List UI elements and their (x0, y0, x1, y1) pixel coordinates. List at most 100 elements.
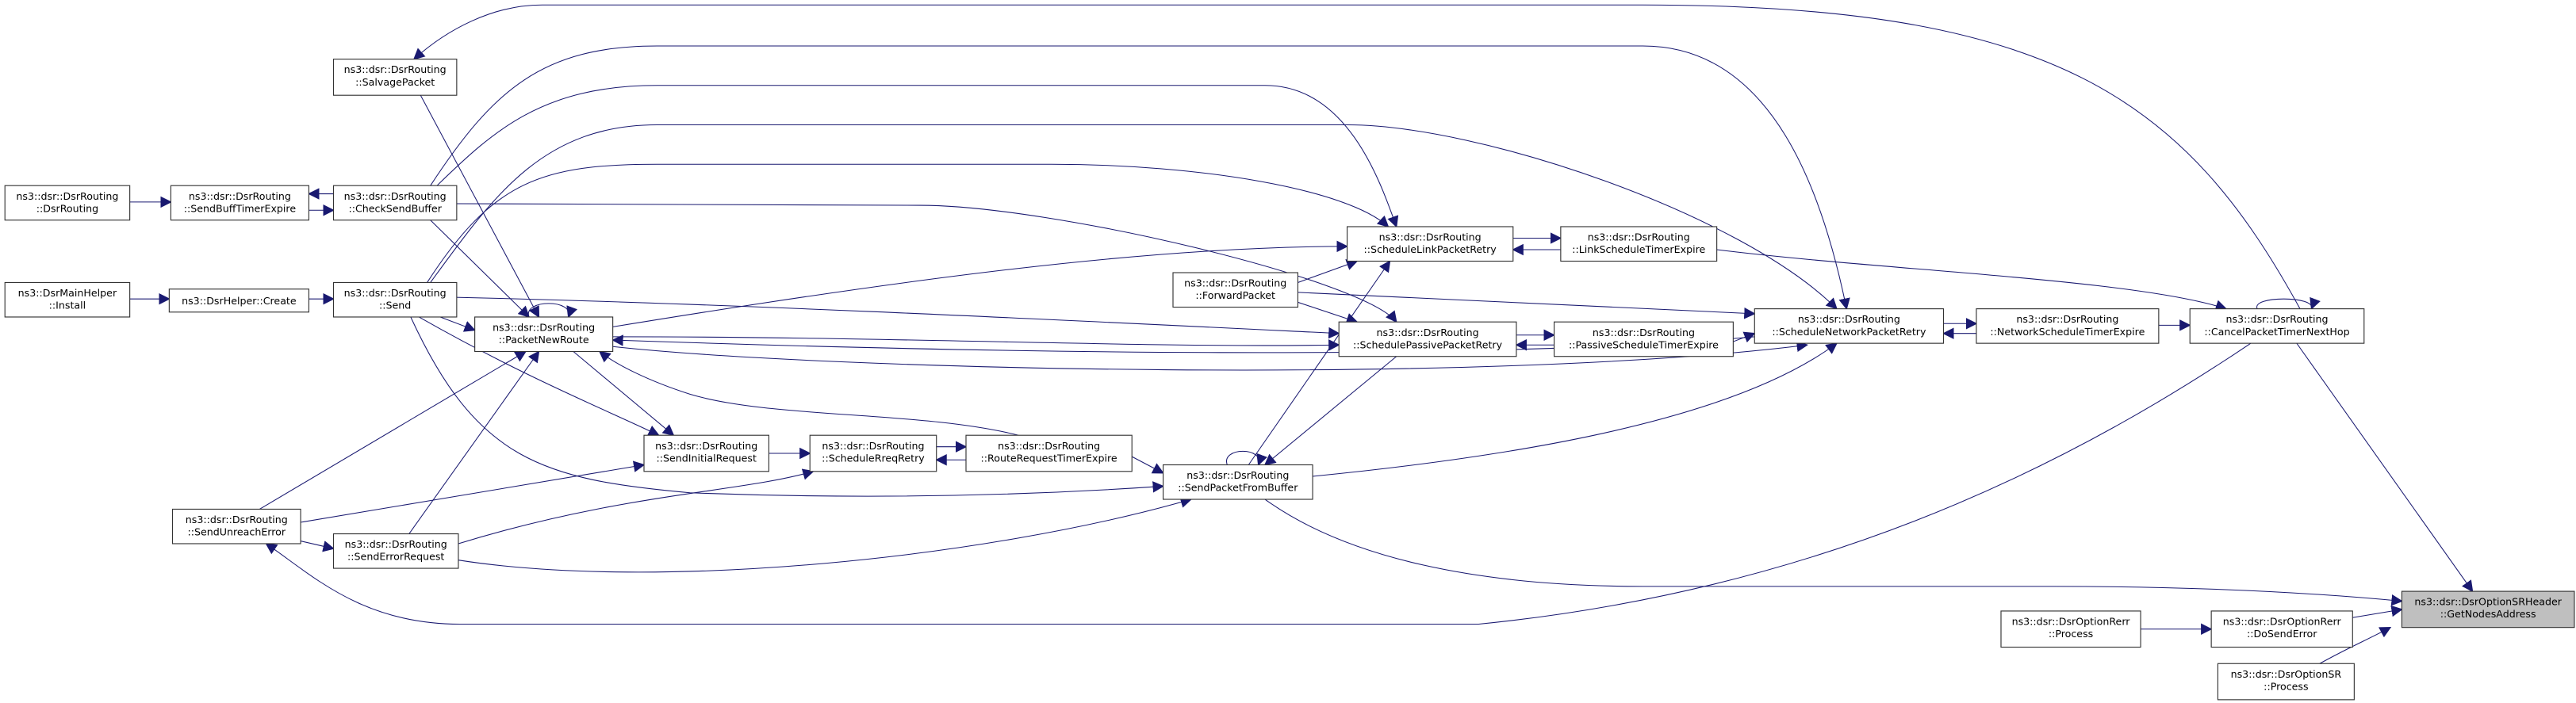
node-fwd[interactable]: ns3::dsr::DsrRouting::ForwardPacket (1172, 272, 1298, 308)
node-label-line2: ::SendPacketFromBuffer (1178, 482, 1298, 494)
node-label-line2: ::SchedulePassivePacketRetry (1353, 338, 1503, 350)
edge-fwd-to-sppr (1298, 301, 1359, 324)
edge-checksend-to-snpr (430, 45, 1850, 311)
node-label-line2: ::LinkScheduleTimerExpire (1572, 243, 1705, 255)
node-label-line2: ::RouteRequestTimerExpire (981, 452, 1117, 464)
nodes-layer: ns3::dsr::DsrRouting::SalvagePacketns3::… (4, 59, 2575, 701)
node-srproc[interactable]: ns3::dsr::DsrOptionSR::Process (2217, 663, 2355, 701)
edge-rrte-to-pnr (598, 350, 1019, 436)
node-srr[interactable]: ns3::dsr::DsrRouting::ScheduleRreqRetry (809, 434, 937, 472)
node-label-line1: ns3::dsr::DsrRouting (1377, 327, 1479, 338)
node-box (965, 434, 1133, 472)
edge-sue-to-sir (290, 460, 646, 525)
edge-dse-to-gna (2352, 605, 2403, 618)
node-label-line2: ::Process (2264, 680, 2308, 692)
node-label-line2: ::CancelPacketTimerNextHop (2204, 326, 2349, 338)
node-box (1338, 321, 1517, 357)
node-box (2217, 663, 2355, 701)
node-label-line2: ::SendErrorRequest (347, 551, 444, 563)
node-nste[interactable]: ns3::dsr::DsrRouting::NetworkScheduleTim… (1976, 308, 2160, 344)
node-label-line1: ns3::dsr::DsrOptionSRHeader (2414, 596, 2562, 608)
node-send[interactable]: ns3::dsr::DsrRouting::Send (332, 281, 458, 318)
node-create[interactable]: ns3::DsrHelper::Create (168, 288, 309, 313)
node-box (171, 508, 301, 544)
node-label-line1: ns3::dsr::DsrRouting (822, 440, 924, 452)
node-box (809, 434, 937, 472)
edge-fwd-to-snpr (1298, 292, 1756, 319)
node-slpr[interactable]: ns3::dsr::DsrRouting::ScheduleLinkPacket… (1347, 226, 1514, 262)
node-label-line2: ::NetworkScheduleTimerExpire (1990, 326, 2145, 338)
node-label-line1: ns3::dsr::DsrRouting (1798, 313, 1900, 325)
node-label-line2: ::SendInitialRequest (656, 452, 757, 464)
edge-pnr-to-sir (573, 351, 675, 437)
node-box (4, 185, 131, 221)
edge-spfb-to-gna (1264, 499, 2403, 606)
node-label-line1: ns3::dsr::DsrOptionRerr (2012, 616, 2131, 628)
node-gna[interactable]: ns3::dsr::DsrOptionSRHeader::GetNodesAdd… (2401, 590, 2575, 628)
node-sir[interactable]: ns3::dsr::DsrRouting::SendInitialRequest (643, 434, 769, 472)
node-sendbuff[interactable]: ns3::dsr::DsrRouting::SendBuffTimerExpir… (170, 185, 309, 221)
edge-ser-to-pnr (408, 350, 540, 534)
node-dse[interactable]: ns3::dsr::DsrOptionRerr::DoSendError (2210, 610, 2353, 648)
node-sue[interactable]: ns3::dsr::DsrRouting::SendUnreachError (171, 508, 301, 544)
node-pste[interactable]: ns3::dsr::DsrRouting::PassiveScheduleTim… (1554, 321, 1734, 357)
node-label-line1: ns3::dsr::DsrRouting (344, 287, 447, 299)
node-label-line1: ns3::dsr::DsrOptionSR (2231, 668, 2342, 680)
edge-pnr-to-pnr (527, 303, 577, 319)
node-box (2000, 610, 2141, 648)
node-spfb[interactable]: ns3::dsr::DsrRouting::SendPacketFromBuff… (1163, 464, 1313, 500)
node-checksend[interactable]: ns3::dsr::DsrRouting::CheckSendBuffer (332, 185, 458, 221)
node-lste[interactable]: ns3::dsr::DsrRouting::LinkScheduleTimerE… (1560, 226, 1718, 262)
node-label-line1: ns3::dsr::DsrRouting (345, 538, 447, 550)
node-label-line2: ::SendBuffTimerExpire (184, 202, 297, 214)
node-label-line2: ::DoSendError (2247, 628, 2317, 640)
node-label-line2: ::SalvagePacket (355, 76, 435, 88)
edge-cancel-to-sue (265, 342, 2252, 625)
node-label-line2: ::SendUnreachError (187, 526, 286, 538)
edge-pste-to-snpr (1733, 331, 1756, 343)
edge-ser-to-spfb (458, 496, 1193, 573)
node-cancel[interactable]: ns3::dsr::DsrRouting::CancelPacketTimerN… (2189, 308, 2365, 344)
node-box (1554, 321, 1734, 357)
edge-checksend-to-slpr (436, 85, 1399, 228)
node-rrte[interactable]: ns3::dsr::DsrRouting::RouteRequestTimerE… (965, 434, 1133, 472)
node-box (474, 316, 614, 353)
node-ser[interactable]: ns3::dsr::DsrRouting::SendErrorRequest (332, 533, 459, 569)
node-label-line1: ns3::dsr::DsrRouting (2225, 313, 2328, 325)
node-label-line2: ::ForwardPacket (1195, 289, 1275, 301)
node-box (1560, 226, 1718, 262)
edge-lste-to-cancel (1716, 249, 2228, 311)
node-label-line1: ns3::dsr::DsrRouting (1184, 277, 1286, 289)
node-box (2189, 308, 2365, 344)
edge-cancel-to-salvage (412, 4, 2301, 309)
node-snpr[interactable]: ns3::dsr::DsrRouting::ScheduleNetworkPac… (1754, 308, 1945, 344)
edge-send-to-slpr (427, 163, 1390, 283)
edge-spfb-to-snpr (1313, 342, 1838, 477)
node-label-line2: ::ScheduleNetworkPacketRetry (1772, 326, 1926, 338)
node-box (2401, 590, 2575, 628)
node-rerrproc[interactable]: ns3::dsr::DsrOptionRerr::Process (2000, 610, 2141, 648)
edge-cancel-to-cancel (2256, 296, 2321, 310)
node-label-line1: ns3::dsr::DsrRouting (2016, 313, 2118, 325)
node-box (332, 185, 458, 221)
node-salvage[interactable]: ns3::dsr::DsrRouting::SalvagePacket (332, 59, 458, 96)
node-label-line1: ns3::dsr::DsrRouting (1379, 231, 1482, 243)
node-label-line2: ::ScheduleLinkPacketRetry (1364, 243, 1497, 255)
node-box (1163, 464, 1313, 500)
node-box (1347, 226, 1514, 262)
edge-send-to-sppr (454, 296, 1340, 339)
node-pnr[interactable]: ns3::dsr::DsrRouting::PacketNewRoute (474, 316, 614, 353)
edges-layer (129, 4, 2474, 664)
edge-ser-to-srr (458, 468, 815, 544)
edge-sppr-to-spfb (1263, 356, 1397, 466)
edge-send-to-sir (418, 316, 660, 437)
edge-rrte-to-spfb (1131, 456, 1164, 474)
node-box (332, 59, 458, 96)
node-install[interactable]: ns3::DsrMainHelper::Install (4, 281, 131, 318)
node-sppr[interactable]: ns3::dsr::DsrRouting::SchedulePassivePac… (1338, 321, 1517, 357)
node-label-line1: ns3::DsrMainHelper (18, 287, 117, 299)
node-box (1976, 308, 2160, 344)
node-label-line1: ns3::dsr::DsrOptionRerr (2223, 616, 2342, 628)
node-label-line2: ::Process (2049, 628, 2093, 640)
node-ctor[interactable]: ns3::dsr::DsrRouting::DsrRouting (4, 185, 131, 221)
